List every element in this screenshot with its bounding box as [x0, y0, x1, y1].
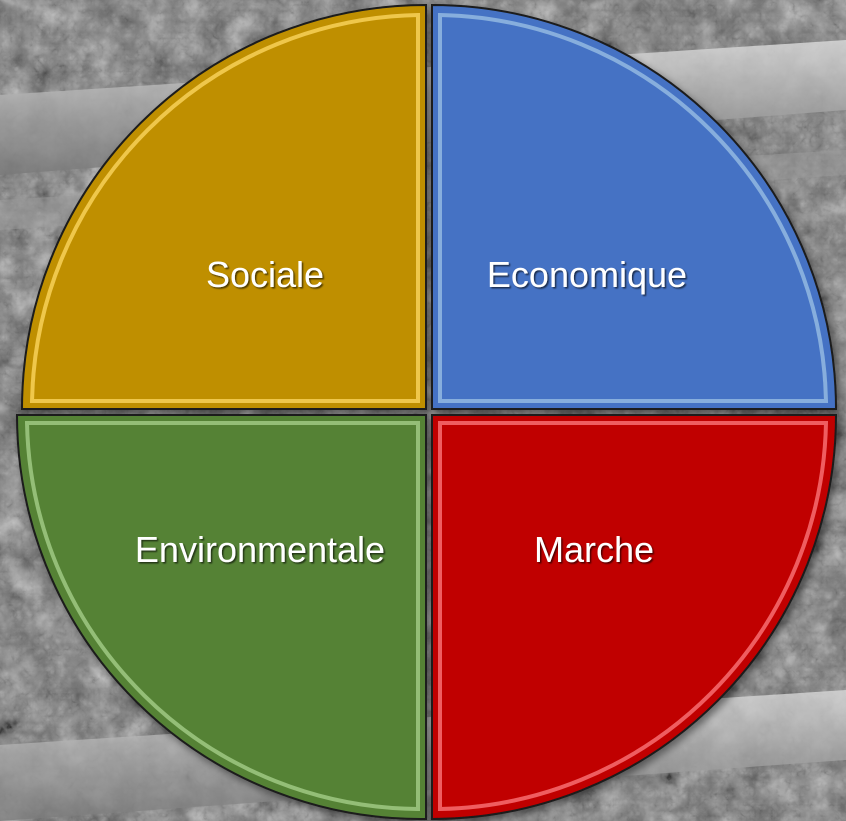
quadrant-sociale-bevel — [29, 12, 420, 403]
quadrant-environmentale-bevel — [24, 421, 420, 812]
quadrant-economique — [431, 3, 838, 410]
quadrant-marche-label: Marche — [534, 529, 654, 570]
quadrant-marche-shape — [431, 414, 838, 821]
quadrant-sociale-label: Sociale — [206, 254, 324, 295]
quadrant-economique-shape — [431, 3, 838, 410]
quadrant-environmentale-label: Environmentale — [135, 529, 385, 570]
quadrant-economique-label: Economique — [487, 254, 687, 295]
quadrant-sociale — [20, 3, 427, 410]
quadrant-marche-bevel — [438, 421, 829, 812]
quadrant-environmentale — [15, 414, 427, 821]
quadrant-environmentale-shape — [15, 414, 427, 821]
quadrant-economique-bevel — [438, 12, 829, 403]
quadrant-marche — [431, 414, 838, 821]
quadrant-sociale-shape — [20, 3, 427, 410]
